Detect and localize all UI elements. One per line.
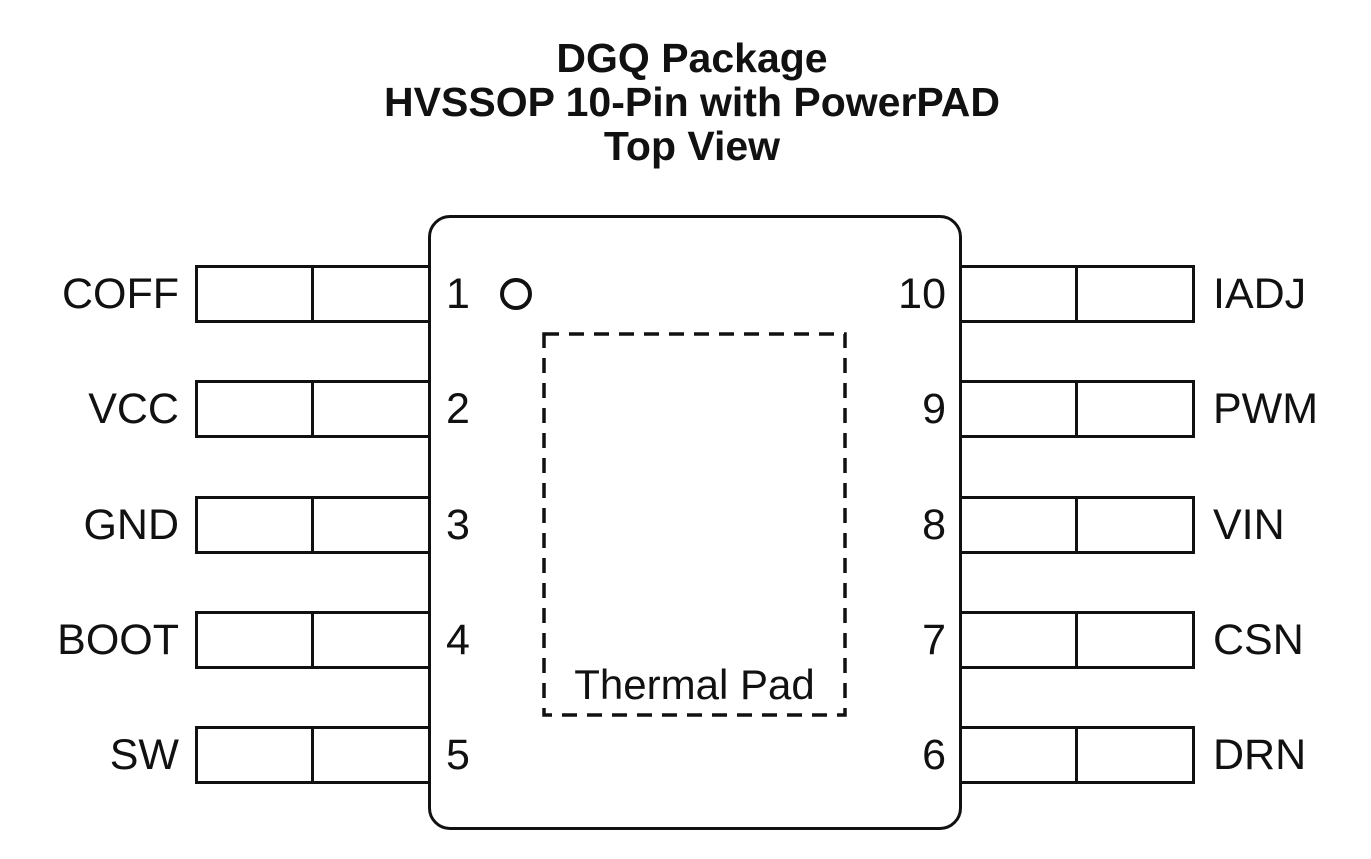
pin-lead-1	[195, 265, 431, 323]
pin-label-vcc: VCC	[88, 385, 179, 433]
pin-lead-9	[959, 380, 1195, 438]
pin-lead-divider	[1075, 613, 1078, 667]
pin-lead-divider	[311, 613, 314, 667]
figure-title: DGQ Package HVSSOP 10-Pin with PowerPAD …	[292, 36, 1092, 168]
pin-number-2: 2	[446, 385, 470, 433]
pin-lead-divider	[1075, 267, 1078, 321]
pin-row-3-8: GND 3 8 VIN	[0, 496, 1371, 554]
title-view: Top View	[603, 123, 781, 169]
pin-lead-7	[959, 611, 1195, 669]
pin-label-iadj: IADJ	[1213, 270, 1307, 318]
pin-lead-2	[195, 380, 431, 438]
pin-label-gnd: GND	[83, 501, 179, 549]
pin-lead-divider	[311, 498, 314, 552]
pin-number-8: 8	[922, 501, 946, 549]
chip-body	[428, 215, 962, 830]
pin-label-csn: CSN	[1213, 616, 1304, 664]
pin-number-6: 6	[922, 731, 946, 779]
thermal-pad: Thermal Pad	[542, 332, 847, 717]
pin-number-3: 3	[446, 501, 470, 549]
pin-lead-6	[959, 726, 1195, 784]
pin-number-9: 9	[922, 385, 946, 433]
pin-row-5-6: SW 5 6 DRN	[0, 726, 1371, 784]
pin-label-boot: BOOT	[57, 616, 179, 664]
pin-number-10: 10	[898, 270, 946, 318]
pin-label-drn: DRN	[1213, 731, 1307, 779]
pin-row-1-10: COFF 1 10 IADJ	[0, 265, 1371, 323]
pin-lead-divider	[311, 382, 314, 436]
thermal-pad-label: Thermal Pad	[574, 661, 815, 708]
pin-lead-10	[959, 265, 1195, 323]
pin-lead-divider	[1075, 382, 1078, 436]
pin-number-7: 7	[922, 616, 946, 664]
pin-lead-4	[195, 611, 431, 669]
title-package: DGQ Package	[556, 35, 828, 81]
pin-label-coff: COFF	[61, 270, 179, 318]
pin-lead-5	[195, 726, 431, 784]
pin-lead-divider	[311, 728, 314, 782]
pin-label-pwm: PWM	[1213, 385, 1319, 433]
pin-number-1: 1	[446, 270, 470, 318]
pin-label-sw: SW	[109, 731, 179, 779]
thermal-pad-outline	[542, 332, 847, 717]
pin-lead-divider	[1075, 498, 1078, 552]
pin-number-5: 5	[446, 731, 470, 779]
pin-lead-divider	[311, 267, 314, 321]
pin-lead-8	[959, 496, 1195, 554]
pin-number-4: 4	[446, 616, 470, 664]
pin-label-vin: VIN	[1213, 501, 1285, 549]
pin1-indicator-icon	[500, 278, 532, 310]
pin-row-2-9: VCC 2 9 PWM	[0, 380, 1371, 438]
pin-lead-3	[195, 496, 431, 554]
pin-row-4-7: BOOT 4 7 CSN	[0, 611, 1371, 669]
title-package-type: HVSSOP 10-Pin with PowerPAD	[384, 79, 1000, 125]
pin-lead-divider	[1075, 728, 1078, 782]
